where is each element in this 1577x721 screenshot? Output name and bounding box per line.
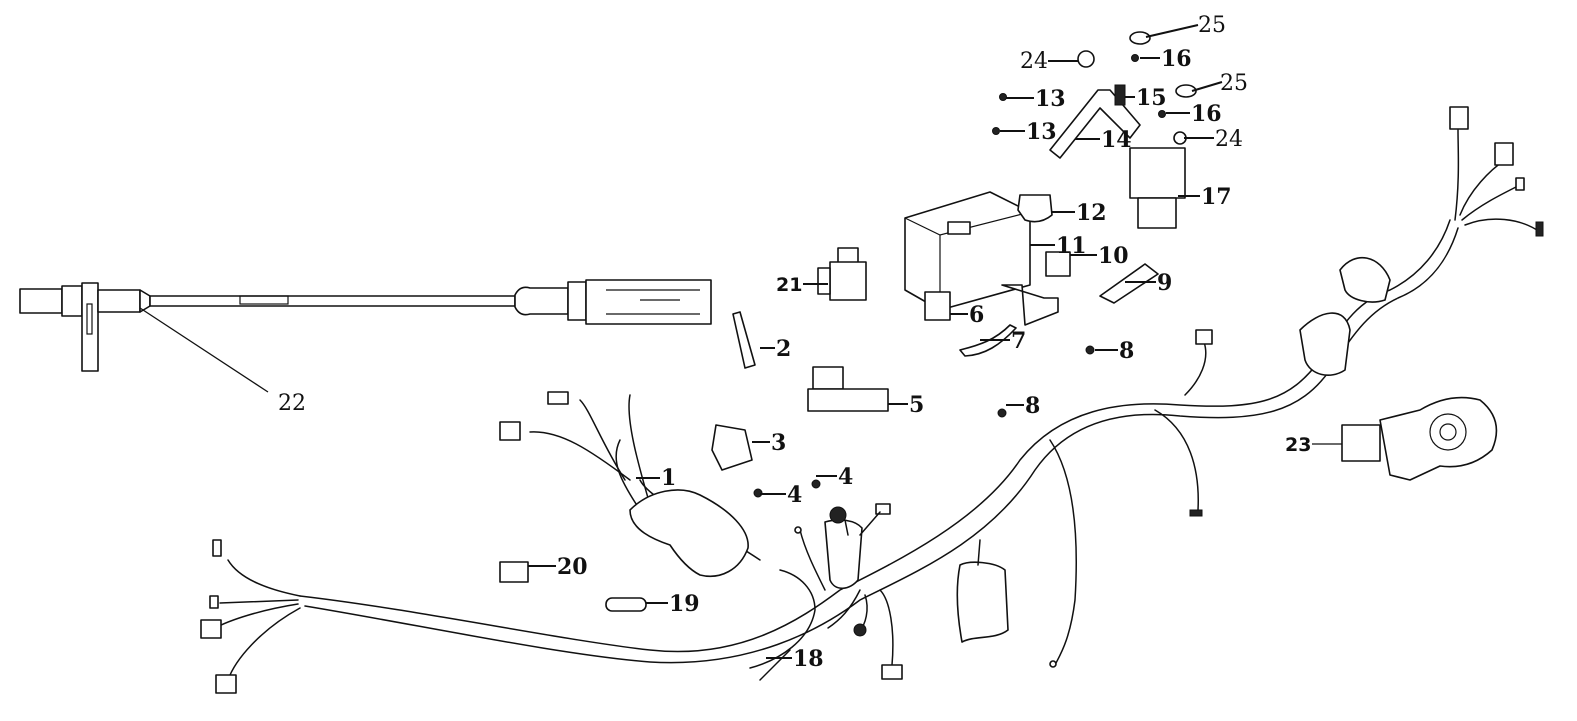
speed-sensor-23 <box>1341 396 1498 481</box>
battery-11 <box>904 191 1031 311</box>
battery-strap-7 <box>959 284 1059 357</box>
callout-12: 12 <box>1076 200 1107 226</box>
sensor-15 <box>1114 84 1126 106</box>
callout-25b: 25 <box>1220 71 1248 96</box>
callout-18: 18 <box>793 646 824 672</box>
clamp-19 <box>605 597 647 612</box>
callout-11: 11 <box>1056 233 1087 259</box>
callout-labels: 22 1 2 3 4 4 5 6 7 8 8 9 10 11 12 13 13 … <box>278 13 1311 672</box>
grommet-24 <box>1077 50 1187 145</box>
callout-20: 20 <box>557 554 588 580</box>
callout-2: 2 <box>776 336 791 362</box>
callout-13b: 13 <box>1026 119 1057 145</box>
callout-14: 14 <box>1101 127 1132 153</box>
callout-4b: 4 <box>787 482 802 508</box>
connector-21 <box>817 247 867 301</box>
switch-connector-3 <box>711 424 753 471</box>
callout-8b: 8 <box>1025 393 1040 419</box>
rubber-pad-9 <box>1099 263 1159 304</box>
speed-sensor-cable-22 <box>19 279 712 372</box>
callout-24b: 24 <box>1215 127 1243 152</box>
leader-lines <box>139 24 1342 659</box>
callout-13a: 13 <box>1035 86 1066 112</box>
bolts <box>753 54 1166 498</box>
relay-10 <box>1045 251 1071 277</box>
callout-19: 19 <box>669 591 700 617</box>
terminal-cover-6 <box>924 291 951 321</box>
callout-8a: 8 <box>1119 338 1134 364</box>
callout-16a: 16 <box>1161 46 1192 72</box>
callout-5: 5 <box>909 392 924 418</box>
callout-4a: 4 <box>838 464 853 490</box>
ecu-17 <box>1129 147 1186 229</box>
relay-connector-5 <box>807 366 889 412</box>
callout-15: 15 <box>1136 85 1167 111</box>
callout-23: 23 <box>1285 434 1311 456</box>
callout-7: 7 <box>1011 328 1026 354</box>
fuse-box-20 <box>499 561 529 583</box>
callout-10: 10 <box>1098 243 1129 269</box>
callout-25a: 25 <box>1198 13 1226 38</box>
callout-1: 1 <box>661 465 676 491</box>
starter-relay-12 <box>1017 194 1053 223</box>
callout-24a: 24 <box>1020 49 1048 74</box>
callout-6: 6 <box>969 302 984 328</box>
callout-3: 3 <box>771 430 786 456</box>
callout-21: 21 <box>776 274 802 296</box>
callout-9: 9 <box>1157 270 1172 296</box>
main-wiring-harness-1 <box>200 106 1544 694</box>
callout-17: 17 <box>1201 184 1232 210</box>
callout-22: 22 <box>278 391 306 416</box>
sensor-stud-2 <box>732 311 756 369</box>
washer-25 <box>1129 31 1197 98</box>
callout-16b: 16 <box>1191 101 1222 127</box>
bracket-14 <box>1049 89 1141 159</box>
